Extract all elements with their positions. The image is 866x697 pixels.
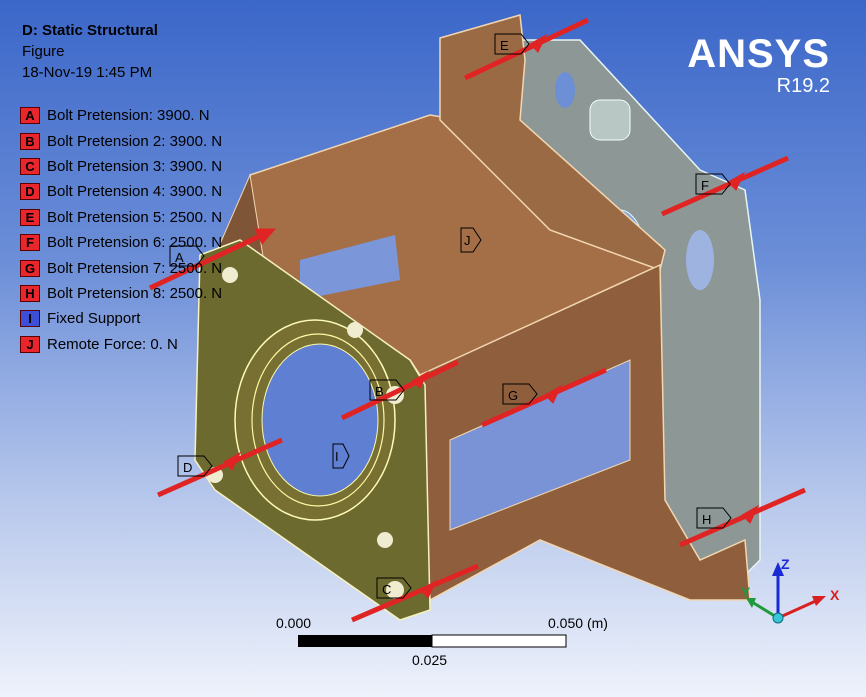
legend-item-h[interactable]: H Bolt Pretension 8: 2500. N [20, 281, 222, 306]
svg-text:C: C [382, 582, 391, 597]
legend-item-i[interactable]: I Fixed Support [20, 306, 222, 331]
brand-name: ANSYS [687, 32, 830, 76]
legend-item-f[interactable]: F Bolt Pretension 6: 2500. N [20, 230, 222, 255]
svg-text:D: D [183, 460, 192, 475]
callout-j[interactable]: J [460, 227, 482, 253]
callout-d[interactable]: D [177, 455, 213, 477]
main-bracket [199, 14, 751, 602]
arrow-h [678, 487, 807, 548]
callout-h[interactable]: H [696, 507, 732, 529]
figure-subtitle: Figure [22, 43, 65, 60]
legend-swatch: B [20, 132, 40, 150]
axis-triad [746, 562, 826, 624]
figure-timestamp: 18-Nov-19 1:45 PM [22, 64, 153, 81]
legend: A Bolt Pretension: 3900. N B Bolt Pretensio… [20, 103, 222, 357]
legend-label: Bolt Pretension 6: 2500. N [47, 234, 223, 252]
legend-swatch: I [20, 310, 40, 328]
callout-f[interactable]: F [695, 173, 731, 195]
svg-text:I: I [335, 449, 339, 464]
legend-item-c[interactable]: C Bolt Pretension 3: 3900. N [20, 154, 222, 179]
legend-item-b[interactable]: B Bolt Pretension 2: 3900. N [20, 128, 222, 153]
legend-swatch: D [20, 183, 40, 201]
figure-header: D: Static Structural Figure 18-Nov-19 1:… [22, 20, 158, 83]
callout-i[interactable]: I [332, 443, 350, 469]
svg-text:E: E [500, 38, 509, 53]
legend-swatch: E [20, 208, 40, 226]
arrow-g [480, 367, 608, 428]
svg-text:J: J [464, 233, 471, 248]
svg-text:B: B [375, 384, 384, 399]
svg-text:F: F [701, 178, 709, 193]
legend-label: Bolt Pretension 5: 2500. N [47, 208, 223, 226]
brand-version: R19.2 [776, 75, 830, 97]
callouts: A B C D E F G H I J [169, 33, 732, 599]
callout-c[interactable]: C [376, 577, 412, 599]
legend-item-e[interactable]: E Bolt Pretension 5: 2500. N [20, 205, 222, 230]
arrow-f [660, 155, 790, 217]
legend-label: Bolt Pretension 8: 2500. N [47, 284, 223, 302]
callout-a[interactable]: A [169, 245, 205, 267]
legend-label: Remote Force: 0. N [47, 335, 178, 353]
svg-text:H: H [702, 512, 711, 527]
legend-swatch: C [20, 157, 40, 175]
legend-item-a[interactable]: A Bolt Pretension: 3900. N [20, 103, 222, 128]
legend-swatch: A [20, 107, 40, 125]
legend-label: Bolt Pretension 7: 2500. N [47, 259, 223, 277]
legend-item-j[interactable]: J Remote Force: 0. N [20, 332, 222, 357]
callout-b[interactable]: B [369, 379, 405, 401]
force-arrows [148, 17, 807, 623]
legend-swatch: F [20, 234, 40, 252]
legend-swatch: G [20, 259, 40, 277]
arrow-e [463, 17, 590, 81]
arrow-d [156, 437, 284, 498]
legend-item-g[interactable]: G Bolt Pretension 7: 2500. N [20, 255, 222, 280]
legend-label: Bolt Pretension 4: 3900. N [47, 183, 223, 201]
svg-text:G: G [508, 388, 518, 403]
legend-item-d[interactable]: D Bolt Pretension 4: 3900. N [20, 179, 222, 204]
scale-bar [298, 634, 567, 648]
legend-label: Fixed Support [47, 310, 141, 328]
front-plate [194, 239, 431, 621]
legend-label: Bolt Pretension: 3900. N [47, 107, 210, 125]
callout-g[interactable]: G [502, 383, 538, 405]
legend-swatch: H [20, 284, 40, 302]
legend-swatch: J [20, 335, 40, 353]
callout-e[interactable]: E [494, 33, 530, 55]
arrow-a [148, 228, 277, 291]
legend-label: Bolt Pretension 3: 3900. N [47, 157, 223, 175]
svg-text:A: A [175, 250, 184, 265]
ansys-logo: ANSYS R19.2 [687, 34, 830, 98]
arrow-c [351, 563, 479, 623]
arrow-b [340, 359, 460, 421]
legend-label: Bolt Pretension 2: 3900. N [47, 132, 223, 150]
analysis-title: D: Static Structural [22, 22, 158, 39]
